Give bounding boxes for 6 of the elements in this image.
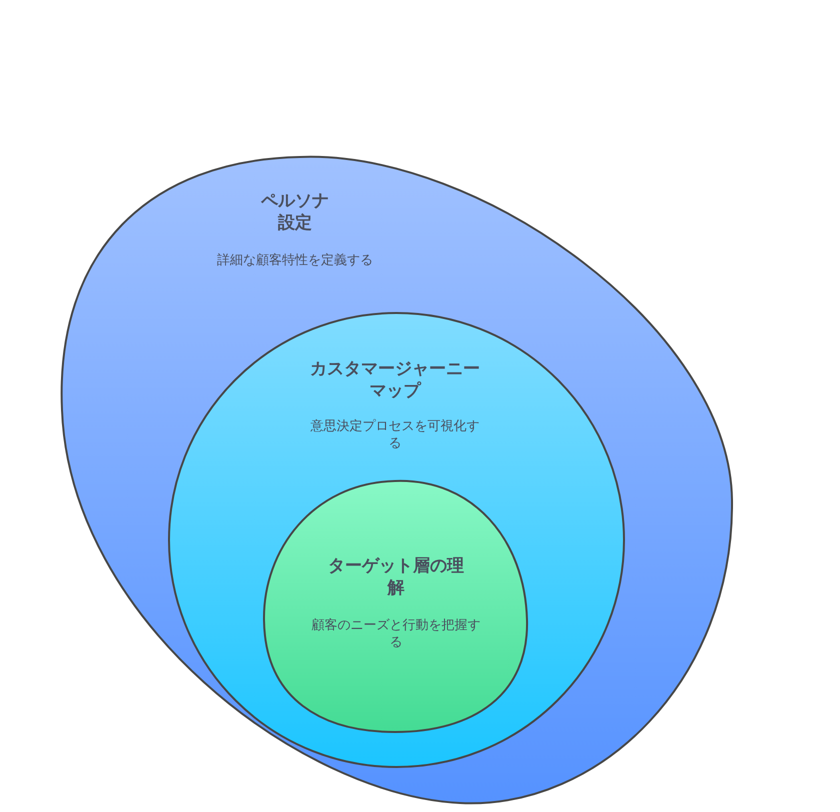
node-title: カスタマージャーニーマップ bbox=[310, 358, 480, 402]
node-title: ペルソナ設定 bbox=[260, 190, 330, 234]
node-description: 詳細な顧客特性を定義する bbox=[216, 252, 374, 269]
node-title: ターゲット層の理解 bbox=[327, 555, 465, 599]
node-description: 顧客のニーズと行動を把握する bbox=[310, 617, 482, 651]
node-description: 意思決定プロセスを可視化する bbox=[310, 418, 480, 452]
